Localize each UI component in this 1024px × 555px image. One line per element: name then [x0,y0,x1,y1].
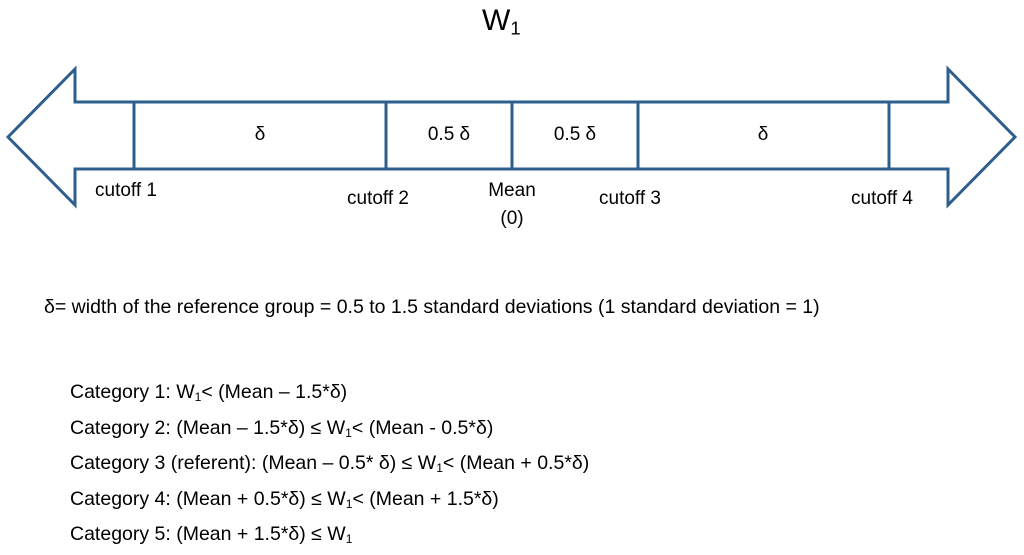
segment-label-1: δ [254,124,266,145]
double-arrow-graphic [5,65,1018,209]
category-4: Category 4: (Mean + 0.5*δ) ≤ W1< (Mean +… [70,487,499,511]
category-list: Category 1: W1< (Mean – 1.5*δ) Category … [70,377,589,555]
category-2: Category 2: (Mean – 1.5*δ) ≤ W1< (Mean -… [70,416,494,440]
delta-definition: δ= width of the reference group = 0.5 to… [44,296,820,318]
category-3: Category 3 (referent): (Mean – 0.5* δ) ≤… [70,452,590,476]
cutoff-2-label: cutoff 2 [347,188,409,209]
segment-label-4: δ [757,124,769,145]
mean-label-value: (0) [500,208,524,229]
category-1: Category 1: W1< (Mean – 1.5*δ) [70,381,348,405]
category-5: Category 5: (Mean + 1.5*δ) ≤ W1 [70,523,353,547]
segment-label-3: 0.5 δ [553,124,597,145]
cutoff-diagram: W1 δ 0.5 δ 0.5 δ δ cutoff 1 cutoff 2 cut… [5,4,1018,546]
cutoff-4-label: cutoff 4 [851,188,913,209]
cutoff-3-label: cutoff 3 [599,188,661,209]
segment-label-2: 0.5 δ [427,124,471,145]
diagram-title: W1 [482,4,521,39]
mean-label-text: Mean [488,180,536,201]
mean-label: Mean (0) [462,177,562,233]
cutoff-1-label: cutoff 1 [95,180,157,201]
